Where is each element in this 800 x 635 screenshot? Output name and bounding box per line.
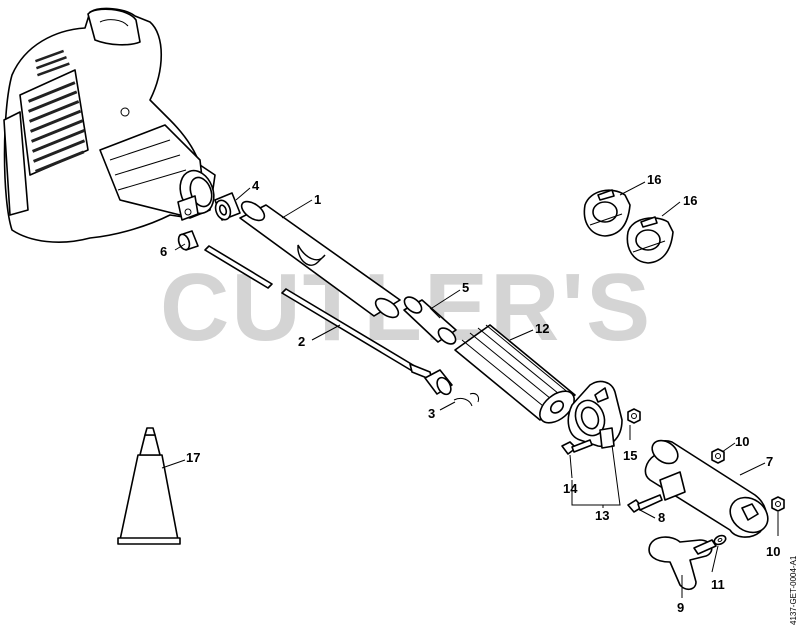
- callout-15: 15: [623, 448, 637, 463]
- callout-2: 2: [298, 334, 305, 349]
- part-15-nut: [627, 408, 641, 424]
- callout-6: 6: [160, 244, 167, 259]
- part-6-sleeve: [177, 230, 199, 251]
- callout-1: 1: [314, 192, 321, 207]
- part-1-drive-tube: [239, 200, 401, 319]
- callout-9: 9: [677, 600, 684, 615]
- callout-5: 5: [462, 280, 469, 295]
- callout-10-upper: 10: [735, 434, 749, 449]
- callout-4: 4: [252, 178, 260, 193]
- callout-13: 13: [595, 508, 609, 523]
- part-5-sleeve: [403, 296, 457, 345]
- callout-11: 11: [711, 577, 725, 592]
- callout-14: 14: [563, 481, 578, 496]
- part-14-screw: [561, 439, 593, 455]
- leader-lines: [161, 181, 779, 598]
- engine-assembly: [3, 7, 216, 243]
- part-16-clamp-lower: [626, 216, 674, 264]
- part-3-circlip: [453, 393, 479, 407]
- part-16-clamp-upper: [583, 189, 631, 237]
- air-vent-grill: [35, 49, 70, 77]
- part-8-screw: [627, 494, 663, 513]
- part-10-nut-upper: [711, 448, 725, 464]
- part-2-drive-shaft: [204, 245, 453, 396]
- part-11-washer: [713, 534, 727, 546]
- callout-8: 8: [658, 510, 665, 525]
- cooling-fins: [27, 81, 86, 173]
- drawing-code: 4137-GET-0004-A1: [789, 555, 798, 625]
- callout-3: 3: [428, 406, 435, 421]
- part-10-nut-lower: [771, 496, 785, 512]
- callout-16-lower: 16: [683, 193, 697, 208]
- callout-17: 17: [186, 450, 200, 465]
- part-9-wing-screw: [648, 536, 717, 591]
- callout-16-upper: 16: [647, 172, 661, 187]
- part-4-bushing: [214, 192, 241, 221]
- part-13-clamp: [567, 380, 623, 449]
- callout-7: 7: [766, 454, 773, 469]
- callout-10-lower: 10: [766, 544, 780, 559]
- part-17-grease-tube: [117, 427, 181, 545]
- part-12-damper: [454, 324, 576, 424]
- callout-labels: 1 2 3 4 5 6 7 8 9 10 10 11 12 13 14 15 1…: [160, 172, 780, 615]
- callout-12: 12: [535, 321, 549, 336]
- part-7-handle-housing: [644, 439, 769, 538]
